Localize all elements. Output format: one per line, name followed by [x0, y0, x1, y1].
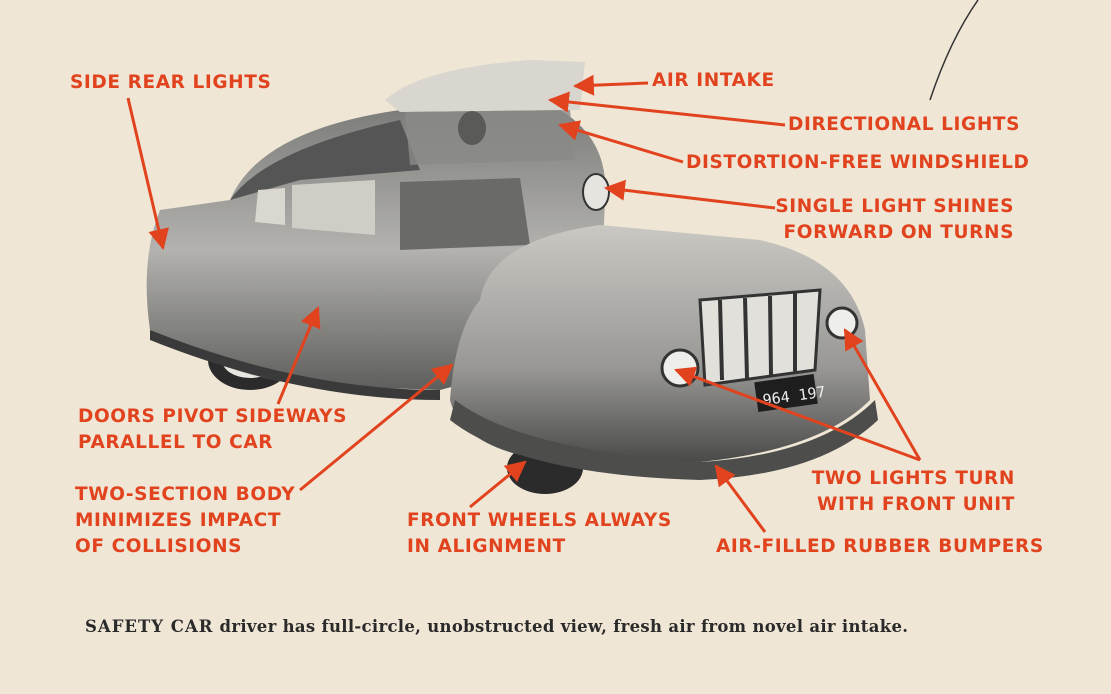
label-line: MINIMIZES IMPACT: [75, 510, 282, 531]
arrow-doors: [276, 306, 321, 405]
label-line: TWO LIGHTS TURN: [811, 468, 1015, 489]
label-single-light: SINGLE LIGHT SHINES FORWARD ON TURNS: [775, 194, 1014, 246]
arrow-two-lights-b: [674, 366, 921, 462]
label-line: PARALLEL TO CAR: [78, 432, 274, 453]
arrow-two-section: [299, 363, 454, 492]
label-line: IN ALIGNMENT: [407, 536, 566, 557]
photo-caption: SAFETY CAR driver has full-circle, unobs…: [85, 617, 908, 636]
label-windshield: DISTORTION-FREE WINDSHIELD: [686, 152, 1030, 173]
label-front-wheels: FRONT WHEELS ALWAYS IN ALIGNMENT: [407, 508, 672, 560]
arrow-directional-lights: [547, 91, 786, 127]
label-line: OF COLLISIONS: [75, 536, 243, 557]
label-line: SINGLE LIGHT SHINES: [775, 196, 1014, 217]
arrow-single-light: [603, 179, 776, 210]
label-line: TWO-SECTION BODY: [75, 484, 296, 505]
caption-text: driver has full-circle, unobstructed vie…: [213, 617, 909, 636]
label-doors: DOORS PIVOT SIDEWAYS PARALLEL TO CAR: [78, 404, 347, 456]
arrow-front-wheels: [469, 460, 527, 509]
label-directional-lights: DIRECTIONAL LIGHTS: [788, 114, 1021, 135]
label-line: FORWARD ON TURNS: [783, 222, 1014, 243]
label-side-rear-lights: SIDE REAR LIGHTS: [70, 72, 272, 93]
roof-canopy: [385, 60, 585, 112]
arrow-bumpers: [714, 464, 767, 533]
callout-arrows: [126, 74, 922, 533]
label-two-lights: TWO LIGHTS TURN WITH FRONT UNIT: [812, 466, 1015, 518]
arrow-windshield: [557, 120, 684, 164]
arrow-two-lights-a: [843, 328, 922, 461]
arrow-side-rear-lights: [126, 97, 169, 251]
license-plate: [754, 373, 818, 413]
label-air-intake: AIR INTAKE: [652, 70, 775, 91]
caption-lead: SAFETY CAR: [85, 617, 214, 636]
label-two-section-body: TWO-SECTION BODY MINIMIZES IMPACT OF COL…: [75, 482, 295, 560]
label-bumpers: AIR-FILLED RUBBER BUMPERS: [716, 536, 1044, 557]
label-line: FRONT WHEELS ALWAYS: [407, 510, 672, 531]
label-line: DOORS PIVOT SIDEWAYS: [78, 406, 348, 427]
arrow-air-intake: [572, 74, 649, 96]
label-line: WITH FRONT UNIT: [817, 494, 1015, 515]
